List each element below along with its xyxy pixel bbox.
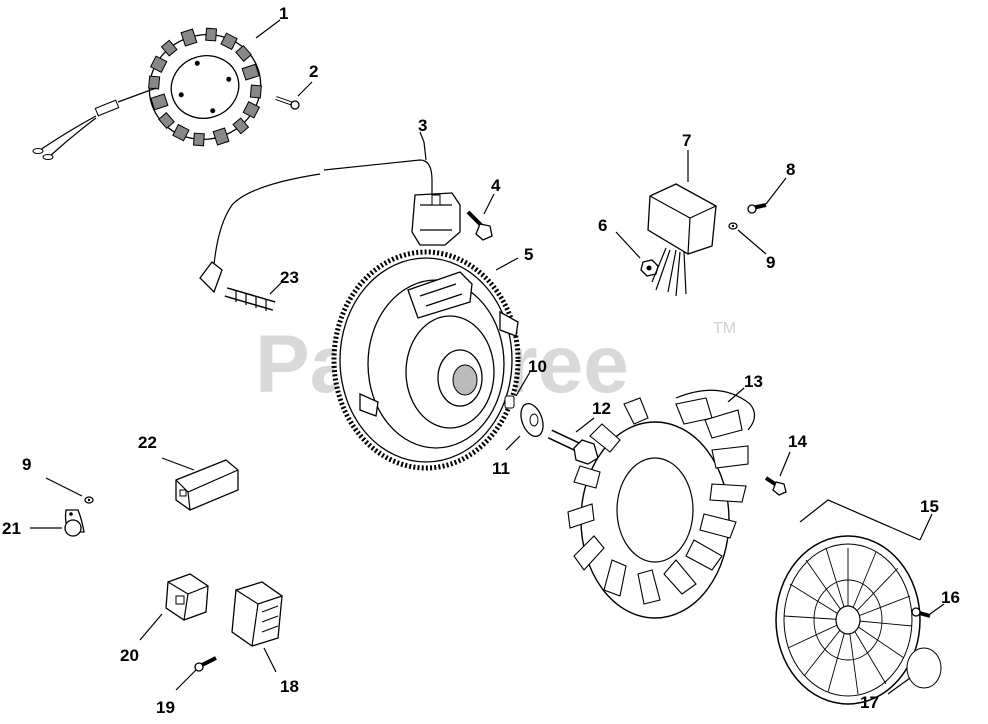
part-control-module[interactable] — [647, 183, 717, 297]
part-bolt-12[interactable] — [547, 429, 599, 465]
part-stator[interactable] — [32, 14, 276, 161]
callout-17: 17 — [860, 693, 879, 712]
part-screw-14[interactable] — [764, 476, 787, 496]
part-screw-16[interactable] — [911, 607, 931, 618]
part-screw-2[interactable] — [275, 96, 300, 110]
callout-21: 21 — [2, 519, 21, 538]
part-screw-19[interactable] — [194, 656, 217, 672]
callout-12: 12 — [592, 399, 611, 418]
watermark-trademark: TM — [713, 320, 736, 337]
callout-16: 16 — [941, 588, 960, 607]
callout-1: 1 — [279, 4, 288, 23]
part-spark-plug[interactable] — [224, 287, 276, 311]
callout-23: 23 — [280, 268, 299, 287]
part-washer-11[interactable] — [517, 401, 547, 440]
part-screw-8[interactable] — [747, 203, 767, 214]
part-washer-9b[interactable] — [84, 496, 94, 504]
callout-6: 6 — [598, 216, 607, 235]
callout-3: 3 — [418, 116, 427, 135]
callout-9b: 9 — [22, 455, 31, 474]
part-decal-17[interactable] — [906, 647, 942, 689]
part-clamp-21[interactable] — [64, 509, 85, 537]
callout-14: 14 — [788, 432, 807, 451]
callout-13: 13 — [744, 372, 763, 391]
part-bolt-4[interactable] — [466, 210, 493, 241]
callout-10: 10 — [528, 357, 547, 376]
callout-labels: 1 2 3 4 5 6 7 8 9 9 10 11 12 13 14 15 16… — [2, 4, 960, 717]
part-nut-6[interactable] — [640, 259, 659, 277]
callout-9a: 9 — [766, 253, 775, 272]
callout-20: 20 — [120, 646, 139, 665]
leader-lines — [30, 19, 945, 695]
part-key-10[interactable] — [504, 395, 515, 409]
part-rectifier-18[interactable] — [231, 581, 283, 647]
callout-5: 5 — [524, 245, 533, 264]
callout-22: 22 — [138, 433, 157, 452]
part-ignition-module[interactable] — [199, 159, 461, 294]
part-flywheel[interactable] — [331, 249, 521, 471]
part-connector-22[interactable] — [175, 459, 239, 511]
callout-11: 11 — [492, 459, 510, 478]
callout-4: 4 — [491, 176, 501, 195]
callout-15: 15 — [920, 497, 939, 516]
callout-19: 19 — [156, 698, 175, 717]
part-screen[interactable] — [775, 499, 921, 705]
callout-7: 7 — [682, 131, 691, 150]
part-connector-20[interactable] — [165, 573, 209, 621]
callout-18: 18 — [280, 677, 299, 696]
part-fan[interactable] — [567, 389, 756, 619]
callout-8: 8 — [786, 160, 795, 179]
callout-2: 2 — [309, 62, 318, 81]
part-washer-9a[interactable] — [728, 222, 738, 230]
